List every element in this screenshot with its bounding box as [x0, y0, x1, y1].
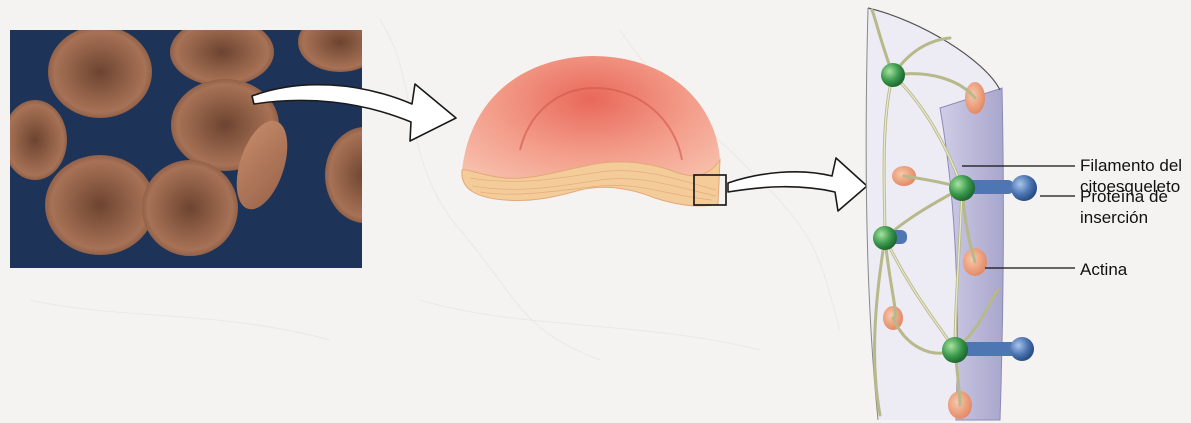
label-line: Actina — [1080, 259, 1127, 280]
label-actin: Actina — [1080, 259, 1127, 280]
red-blood-cell-micrograph — [3, 12, 405, 268]
label-line: inserción — [1080, 207, 1168, 228]
label-insertion-protein: Proteína de inserción — [1080, 186, 1168, 228]
membrane-cytoskeleton-detail — [866, 8, 1075, 420]
biconcave-disc-cutaway — [462, 56, 726, 206]
label-line: Proteína de — [1080, 186, 1168, 207]
arrow-disc-to-membrane — [728, 158, 867, 211]
label-line: Filamento del — [1080, 155, 1182, 176]
